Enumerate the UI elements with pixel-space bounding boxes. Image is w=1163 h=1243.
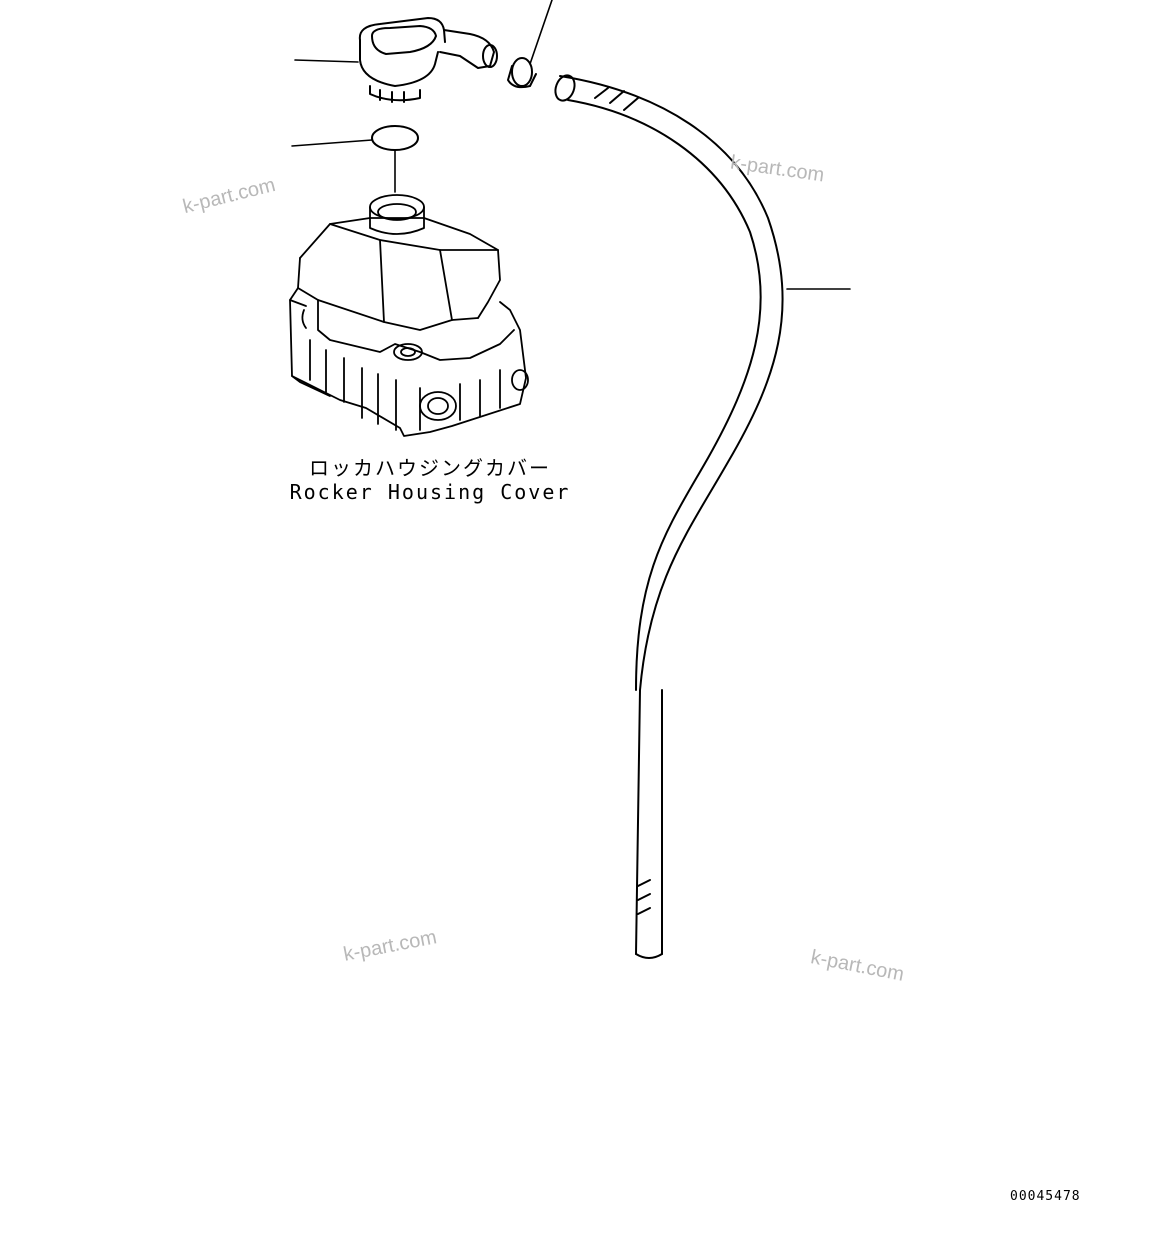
breather-hose [554, 74, 784, 959]
leader-lines [291, 0, 851, 290]
figure-number: 00045478 [1010, 1189, 1081, 1204]
part-label-english: Rocker Housing Cover [289, 480, 571, 504]
rocker-housing-cover [289, 194, 529, 437]
part-label-japanese: ロッカハウジングカバー [309, 456, 551, 480]
leader-line-breather-cap [294, 59, 359, 63]
hose-clamp [507, 57, 537, 89]
o-ring [371, 125, 419, 151]
leader-line-o-ring [291, 139, 373, 147]
leader-line-clamp [529, 0, 553, 65]
breather-cap [358, 17, 498, 103]
